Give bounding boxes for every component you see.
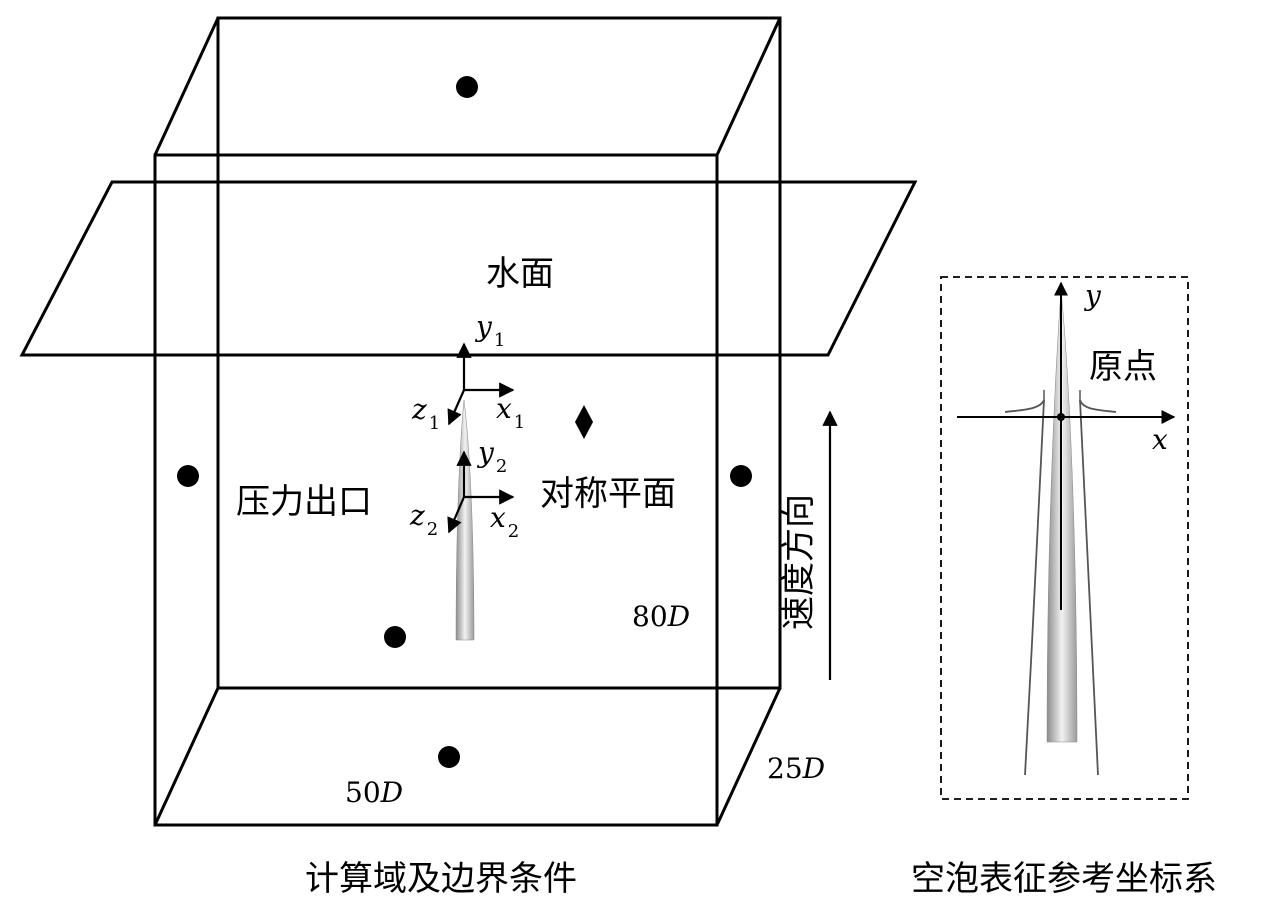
box-edge-bottom-left [153, 687, 220, 826]
coord-system-1 [447, 342, 515, 426]
width-dimension-unit: D [380, 776, 403, 809]
box-back-face [216, 16, 782, 690]
cavity-outline-right [1079, 399, 1117, 776]
reference-frame-dashed-box [940, 276, 1189, 800]
z2-axis-arrow [447, 496, 466, 534]
reference-x-label: x [1152, 423, 1168, 456]
left-caption: 计算域及边界条件 [305, 859, 577, 899]
width-dimension-number: 50 [345, 776, 381, 809]
symmetry-plane-label: 对称平面 [540, 474, 676, 514]
pressure-outlet-label: 压力出口 [236, 482, 372, 522]
height-dimension-unit: D [667, 600, 690, 633]
boundary-dot-left [177, 465, 199, 487]
cavity-outline-left [1004, 399, 1045, 776]
box-front-face [153, 153, 719, 827]
height-dimension-number: 80 [632, 600, 668, 633]
boundary-dot-right [730, 465, 752, 487]
depth-dimension-unit: D [802, 752, 825, 785]
domain-box [153, 16, 782, 827]
box-edge-top-right [715, 17, 782, 156]
boundary-dot-top [456, 76, 478, 98]
origin-point [1057, 413, 1065, 421]
boundary-dot-bottom [438, 746, 460, 768]
box-edge-bottom-right [715, 687, 782, 826]
height-dimension-label: 80D [632, 600, 690, 633]
depth-dimension-label: 25D [767, 752, 825, 785]
water-surface-label: 水面 [486, 254, 554, 294]
symmetry-diamond-marker [575, 405, 593, 439]
velocity-direction-label: 速度方向 [779, 494, 819, 630]
water-surface-plane [19, 180, 918, 357]
right-caption: 空泡表征参考坐标系 [911, 859, 1217, 899]
boundary-dot-front [384, 626, 406, 648]
origin-label: 原点 [1089, 347, 1157, 387]
z1-axis-arrow [447, 389, 466, 426]
depth-dimension-number: 25 [767, 752, 803, 785]
reference-y-label: y [1083, 279, 1102, 312]
box-edge-top-left [153, 17, 220, 156]
width-dimension-label: 50D [345, 776, 403, 809]
coord-system-2 [447, 450, 515, 534]
projectile-body [455, 399, 475, 641]
